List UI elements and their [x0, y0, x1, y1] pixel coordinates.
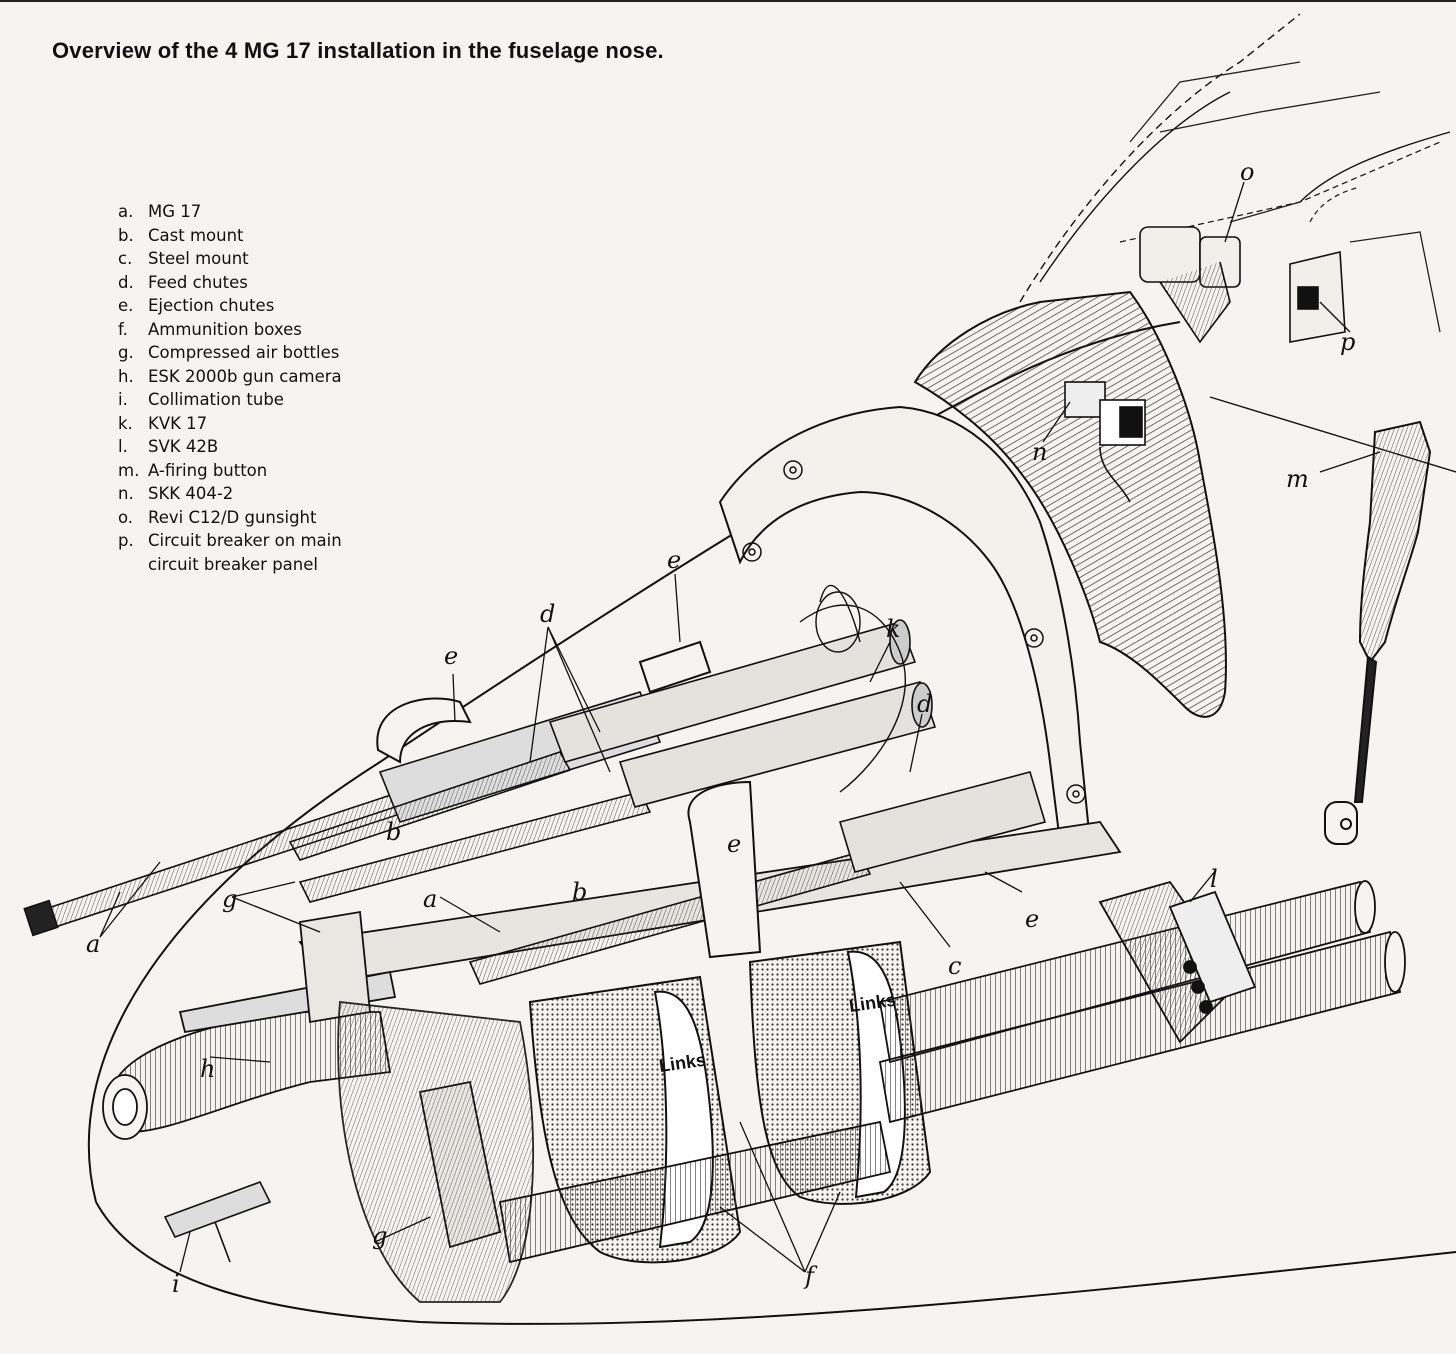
revi-gunsight — [1139, 226, 1241, 344]
legend-text: A-firing button — [148, 460, 268, 480]
legend-text: Feed chutes — [148, 272, 248, 292]
leader-lines — [99, 181, 1381, 1273]
legend-text: Ejection chutes — [148, 296, 275, 315]
callout-b: b — [386, 818, 401, 846]
collimation-tube — [163, 1181, 272, 1263]
canopy-frame — [1129, 61, 1441, 333]
callout-g: g — [372, 1222, 387, 1250]
mg17-gun-3 — [298, 681, 937, 903]
legend-key: h. — [118, 366, 134, 386]
legend-item: g. Compressed air bottles — [118, 341, 342, 365]
callout-l: l — [1210, 865, 1218, 893]
callout-g: g — [222, 885, 237, 913]
callout-a: a — [86, 930, 100, 958]
legend-item: m. A-firing button — [118, 459, 342, 483]
legend-item: a. MG 17 — [118, 200, 342, 224]
callout-d: d — [540, 600, 555, 628]
legend-key: l. — [118, 437, 128, 456]
legend-text: Steel mount — [148, 249, 249, 268]
callout-n: n — [1032, 438, 1047, 466]
legend-item: k. KVK 17 — [118, 412, 342, 436]
callout-d: d — [917, 690, 932, 718]
ejection-chute-bands — [376, 640, 762, 959]
svk-42b-box — [1098, 880, 1257, 1044]
callout-e: e — [1025, 905, 1039, 933]
legend-text: MG 17 — [148, 202, 202, 221]
legend-text: Circuit breaker on main — [148, 531, 342, 550]
callout-m: m — [1286, 465, 1309, 493]
gun-bay-frame — [718, 405, 1092, 843]
firing-stick — [1324, 420, 1432, 845]
legend-key: d. — [118, 272, 134, 292]
legend-text: KVK 17 — [148, 413, 208, 433]
callout-b: b — [572, 878, 587, 906]
legend-item: f. Ammunition boxes — [118, 318, 342, 342]
legend-key: a. — [118, 202, 134, 221]
callout-c: c — [948, 952, 961, 980]
circuit-breaker-panel — [1289, 250, 1346, 343]
callout-k: k — [886, 615, 901, 643]
callout-a: a — [423, 885, 437, 913]
legend-item: b. Cast mount — [118, 224, 342, 248]
legend-item: d. Feed chutes — [118, 271, 342, 295]
callout-f: f — [803, 1262, 818, 1290]
legend-key: i. — [118, 390, 128, 409]
legend-key: o. — [118, 507, 134, 527]
lower-tubes — [498, 880, 1406, 1264]
legend-key: m. — [118, 460, 140, 480]
compressed-air-bottles — [299, 910, 534, 1303]
legend-key: c. — [118, 249, 133, 268]
legend-key: p. — [118, 531, 134, 550]
legend-item-continuation: circuit breaker panel — [148, 554, 318, 574]
legend-item: n. SKK 404-2 — [118, 482, 342, 506]
legend-item: l. SVK 42B — [118, 435, 342, 459]
legend-item: h. ESK 2000b gun camera — [118, 365, 342, 389]
legend-item: p. Circuit breaker on main — [118, 529, 342, 553]
legend-text: ESK 2000b gun camera — [148, 366, 342, 386]
callout-e: e — [727, 830, 741, 858]
legend-key: b. — [118, 225, 134, 245]
legend-item: o. Revi C12/D gunsight — [118, 506, 342, 530]
legend-key: n. — [118, 484, 134, 503]
legend: a. MG 17 b. Cast mount c. Steel mount d. Fee… — [118, 200, 342, 576]
callout-o: o — [1240, 158, 1254, 186]
callout-h: h — [200, 1055, 215, 1083]
callout-e: e — [444, 642, 458, 670]
kvk-17-cables — [799, 585, 906, 793]
legend-text: SVK 42B — [148, 437, 219, 456]
legend-text: Compressed air bottles — [148, 343, 340, 362]
callout-i: i — [172, 1270, 180, 1298]
legend-text: Ammunition boxes — [148, 319, 302, 339]
legend-text: SKK 404-2 — [148, 484, 234, 503]
legend-item: i. Collimation tube — [118, 388, 342, 412]
frame-rivets — [742, 460, 1086, 804]
figure-title: Overview of the 4 MG 17 installation in … — [52, 38, 664, 63]
legend-key: k. — [118, 413, 133, 433]
callout-p: p — [1340, 328, 1355, 356]
legend-key: g. — [118, 343, 134, 362]
legend-text: Revi C12/D gunsight — [148, 507, 317, 527]
legend-item: c. Steel mount — [118, 247, 342, 271]
legend-text: Collimation tube — [148, 390, 284, 409]
legend-item: e. Ejection chutes — [118, 294, 342, 318]
skk-404-2 — [1064, 381, 1146, 503]
legend-key: e. — [118, 296, 134, 315]
legend-text: Cast mount — [148, 225, 244, 245]
legend-key: f. — [118, 319, 128, 339]
instrument-bulkhead — [913, 290, 1227, 718]
callout-e: e — [667, 546, 681, 574]
